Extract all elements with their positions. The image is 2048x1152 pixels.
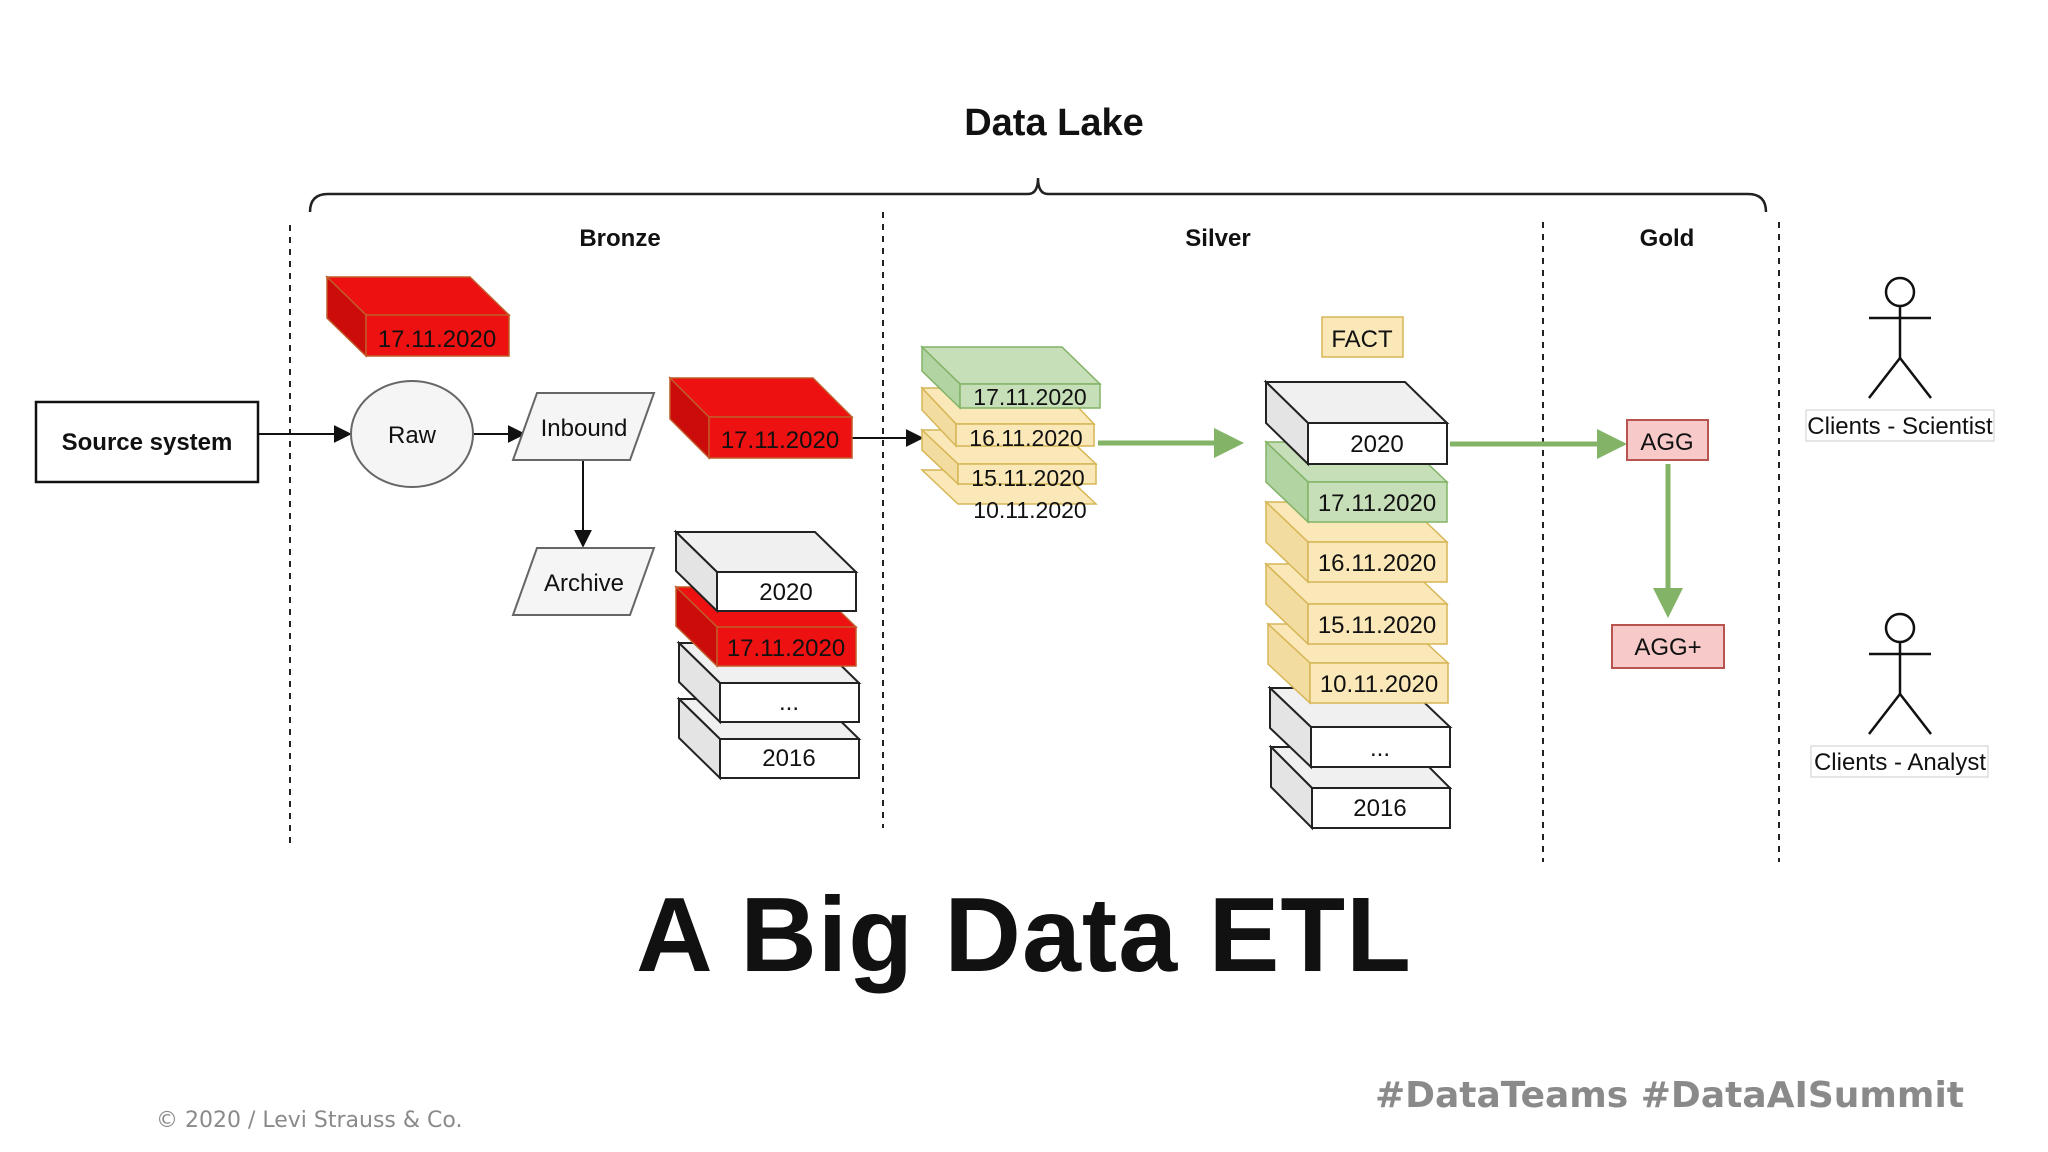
zone-label-gold: Gold bbox=[1640, 225, 1695, 252]
archive-node bbox=[511, 547, 656, 616]
agg-box bbox=[1626, 419, 1709, 461]
source-system-label: Source system bbox=[62, 429, 233, 456]
client-analyst-label: Clients - Analyst bbox=[1814, 749, 1986, 776]
bronze-top-block: 17.11.2020 bbox=[325, 275, 511, 358]
raw-node bbox=[350, 380, 474, 488]
svg-text:2016: 2016 bbox=[762, 745, 815, 772]
copyright-text: © 2020 / Levi Strauss & Co. bbox=[156, 1108, 463, 1133]
hashtags-text: #DataTeams #DataAISummit bbox=[1374, 1075, 1964, 1116]
source-system-box bbox=[34, 400, 260, 484]
loose-block-17112020: 17.11.2020 bbox=[920, 345, 1102, 410]
bronze-inbound-block: 17.11.2020 bbox=[668, 376, 854, 460]
svg-text:17.11.2020: 17.11.2020 bbox=[973, 384, 1086, 410]
analyst-label-bg bbox=[1810, 745, 1989, 778]
inbound-label: Inbound bbox=[541, 415, 628, 442]
bronze-top-block-label: 17.11.2020 bbox=[378, 326, 496, 353]
agg-plus-box bbox=[1611, 624, 1725, 669]
svg-text:2020: 2020 bbox=[759, 579, 812, 606]
inbound-node bbox=[511, 392, 656, 461]
svg-text:...: ... bbox=[1370, 735, 1390, 762]
fact-box bbox=[1321, 316, 1404, 358]
bronze-inbound-block-label: 17.11.2020 bbox=[721, 427, 839, 454]
svg-text:2020: 2020 bbox=[1350, 431, 1403, 458]
silver-stack-block-2020: 2020 bbox=[1263, 379, 1450, 467]
svg-text:10.11.2020: 10.11.2020 bbox=[1320, 671, 1438, 698]
svg-text:16.11.2020: 16.11.2020 bbox=[969, 425, 1082, 451]
zone-dividers bbox=[289, 212, 1780, 862]
flow-arrows bbox=[258, 425, 924, 548]
svg-text:15.11.2020: 15.11.2020 bbox=[971, 465, 1084, 491]
client-scientist-label: Clients - Scientist bbox=[1807, 413, 1993, 440]
data-lake-brace bbox=[308, 177, 1768, 213]
green-arrows bbox=[1098, 428, 1683, 618]
svg-text:10.11.2020: 10.11.2020 bbox=[973, 497, 1086, 523]
agg-label: AGG bbox=[1640, 429, 1693, 456]
agg-plus-label: AGG+ bbox=[1634, 634, 1701, 661]
svg-text:17.11.2020: 17.11.2020 bbox=[1318, 490, 1436, 517]
svg-text:17.11.2020: 17.11.2020 bbox=[727, 635, 845, 662]
archive-label: Archive bbox=[544, 570, 624, 597]
svg-text:15.11.2020: 15.11.2020 bbox=[1318, 612, 1436, 639]
svg-text:16.11.2020: 16.11.2020 bbox=[1318, 550, 1436, 577]
scientist-label-bg bbox=[1805, 409, 1995, 442]
zone-label-silver: Silver bbox=[1185, 225, 1250, 252]
zone-label-bronze: Bronze bbox=[579, 225, 660, 252]
svg-text:2016: 2016 bbox=[1353, 795, 1406, 822]
slide-caption: A Big Data ETL bbox=[636, 876, 1412, 994]
svg-text:...: ... bbox=[779, 689, 799, 716]
analyst-actor-icon bbox=[1868, 612, 1932, 735]
bronze-stack: 2016 ... 17.11.2020 2020 bbox=[673, 529, 862, 781]
silver-stack: 2016 ... 10.11.2020 15.11.2020 16.11.202… bbox=[1263, 379, 1453, 831]
raw-label: Raw bbox=[388, 422, 437, 449]
data-lake-title: Data Lake bbox=[964, 102, 1144, 144]
scientist-actor-icon bbox=[1868, 276, 1932, 399]
fact-label: FACT bbox=[1331, 326, 1393, 353]
bronze-stack-block-2020: 2020 bbox=[673, 529, 859, 614]
silver-loose-stack: 10.11.2020 15.11.2020 16.11.2020 17.11.2… bbox=[920, 345, 1102, 523]
